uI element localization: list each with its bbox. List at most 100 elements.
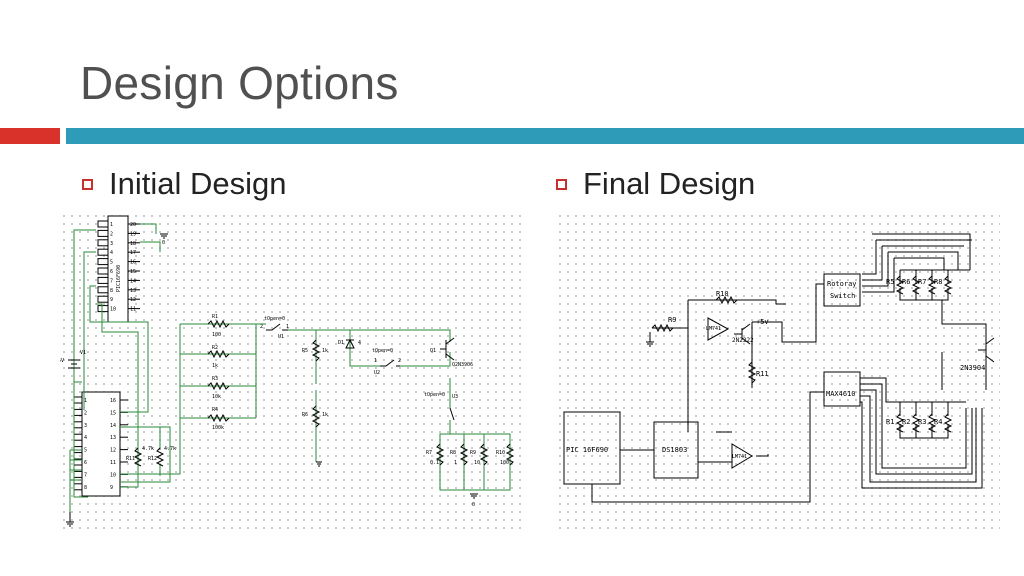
d1-label: D1 [338,340,344,346]
pic-pin-left: 5 [110,260,113,266]
final-resistor-bottom: R2 [902,418,910,426]
final-resistor-bottom: R1 [886,418,894,426]
lower-ic-pin-right: 9 [110,485,113,491]
pic-pin-left: 10 [110,307,116,313]
pic-pin-left: 1 [110,222,113,228]
bottom-resistor-value: 10 [474,460,480,466]
pic-pin-right: 17 [130,250,136,256]
final-resistor-top: R6 [902,278,910,286]
sw3-topen: tOpen=0 [424,392,445,398]
pic-label: PIC 16F690 [566,446,608,454]
pic-pin-left: 8 [110,288,113,294]
bottom-resistor-value: 1 [454,460,457,466]
v1-label: V1 [80,350,86,356]
lower-ic-pin-right: 12 [110,448,116,454]
r12-value: 4.7k [164,446,176,452]
r12-label: R12 [148,456,157,462]
sw1-topen: tOpen=0 [264,316,285,322]
pic-pin-left: 2 [110,231,113,237]
rotary-switch-box [823,273,861,307]
pic-pin-right: 12 [130,297,136,303]
gnd-label-top: 0 [162,240,165,246]
final-resistor-bottom: R4 [934,418,942,426]
sw1-pin2: 2 [260,324,263,330]
sw2-pin1: 1 [374,358,377,364]
bottom-resistor-name: R9 [470,450,476,456]
lower-ic-pin-left: 4 [84,435,87,441]
pic-ic-label: PIC16F690 [116,265,122,292]
initial-design-heading: Initial Design [109,166,287,201]
resistor-value: 100k [212,425,224,431]
pic-pin-left: 3 [110,241,113,247]
resistor-name: R3 [212,376,218,382]
lower-ic-pin-right: 14 [110,423,116,429]
opamp2-label: LM741 [732,454,747,460]
pic-pin-right: 13 [130,288,136,294]
pic-pin-right: 15 [130,269,136,275]
final-schematic-svg: R10 R9 +5v 2N2222 LM741 LM741 R11 Rotora… [563,233,995,503]
max4610-label: MAX4610 [826,390,856,398]
r10-label: R10 [716,290,729,298]
bullet-square-icon [556,178,567,190]
lower-ic-pin-left: 8 [84,485,87,491]
pic-pin-right: 19 [130,231,136,237]
r5-value: 1k [322,348,328,354]
lower-ic-pin-right: 11 [110,460,116,466]
resistor-value: 1k [212,363,218,369]
d1-node: 4 [358,340,361,346]
final-resistor-top: R5 [886,278,894,286]
r5-label: R5 [302,348,308,354]
bottom-resistor-value: 100 [500,460,509,466]
sw1-name: U1 [278,334,284,340]
pic-pin-left: 6 [110,269,113,275]
gnd-label-bottom: 0 [472,502,475,508]
title-rule-red [0,128,60,144]
slide-title: Design Options [80,57,399,109]
max4610-box [823,371,861,407]
rotary-line2: Switch [830,292,855,300]
resistor-value: 100 [212,332,221,338]
pic-pin-right: 18 [130,241,136,247]
pic-pin-left: 4 [110,250,113,256]
q1-part: Q2N3906 [452,362,473,368]
initial-schematic-svg: PIC16F690 123456789102019181716151413121… [58,215,515,527]
bottom-resistor-name: R7 [426,450,432,456]
resistor-value: 10k [212,394,221,400]
r11-value: 4.7k [142,446,154,452]
vcc-label: +5v [756,318,769,326]
lower-ic-pin-left: 6 [84,460,87,466]
bullet-initial-design: Initial Design [82,166,286,202]
rotary-line1: Rotoray [827,280,857,288]
final-resistor-top: R7 [918,278,926,286]
sw2-pin2: 2 [398,358,401,364]
sw2-topen: tOpen=0 [372,348,393,354]
r6-label: R6 [302,412,308,418]
opamp-2 [731,443,753,469]
sw3-name: U3 [452,394,458,400]
bullet-square-icon [82,178,93,190]
final-resistor-bottom: R3 [918,418,926,426]
sw1-pin1: 1 [286,324,289,330]
lower-ic-pin-right: 16 [110,398,116,404]
resistor-name: R2 [212,345,218,351]
resistor-name: R1 [212,314,218,320]
pic-pin-left: 7 [110,278,113,284]
resistor-name: R4 [212,407,218,413]
lower-ic-pin-left: 1 [84,398,87,404]
final-design-schematic: R10 R9 +5v 2N2222 LM741 LM741 R11 Rotora… [556,212,1000,530]
final-resistor-top: R8 [934,278,942,286]
lower-ic-pin-left: 2 [84,410,87,416]
pic-pin-right: 11 [130,307,136,313]
lower-ic-pin-left: 7 [84,472,87,478]
lower-ic-pin-right: 15 [110,410,116,416]
pic-pin-right: 16 [130,260,136,266]
pic-pin-left: 9 [110,297,113,303]
pic-pin-right: 14 [130,278,136,284]
r9-label: R9 [668,316,676,324]
lower-ic-pin-right: 10 [110,472,116,478]
lower-ic-pin-left: 5 [84,448,87,454]
q-right-label: 2N3904 [960,364,985,372]
title-rule-teal [66,128,1024,144]
lower-ic-pin-left: 3 [84,423,87,429]
